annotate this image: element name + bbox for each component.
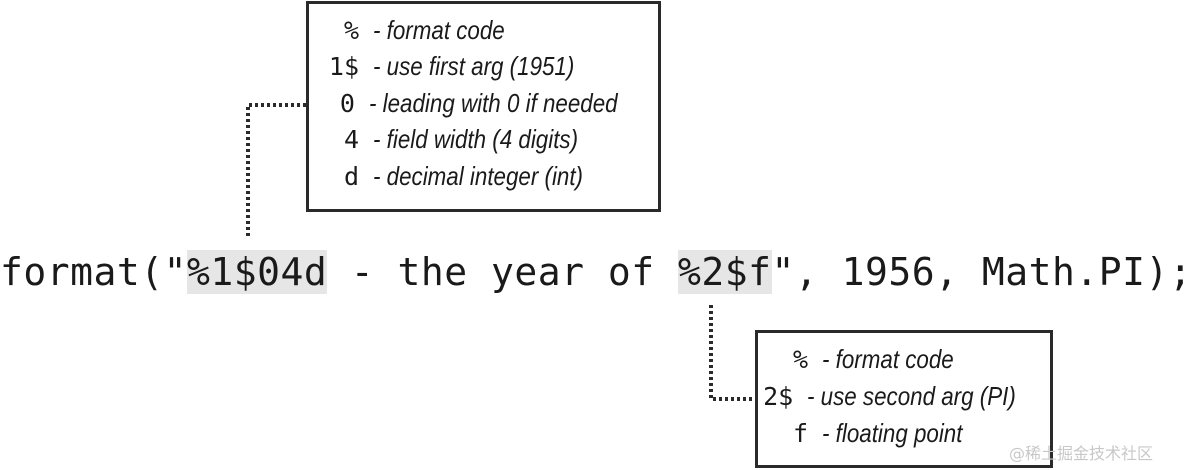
- box1-desc: - use first arg (1951): [373, 51, 575, 82]
- box1-desc: - field width (4 digits): [373, 124, 579, 155]
- box2-code: %: [792, 345, 808, 374]
- box2-code: 2$: [763, 382, 794, 411]
- box2-row: % - format code: [758, 341, 1050, 378]
- code-prefix: format(": [0, 250, 188, 294]
- box1-code: 1$: [328, 52, 359, 82]
- code-suffix: ", 1956, Math.PI);: [771, 250, 1192, 294]
- box1-row: d - decimal integer (int): [309, 158, 658, 195]
- connector-spec1: [246, 103, 306, 238]
- box1-row: 4 - field width (4 digits): [309, 122, 658, 159]
- box1-desc: - leading with 0 if needed: [368, 87, 618, 118]
- box1-row: 1$ - use first arg (1951): [309, 49, 658, 86]
- annotation-box-spec1: % - format code 1$ - use first arg (1951…: [306, 1, 661, 212]
- box2-code: f: [792, 419, 808, 448]
- annotation-box-spec2: % - format code 2$ - use second arg (PI)…: [755, 330, 1053, 468]
- box1-desc: - format code: [373, 14, 505, 45]
- box1-code: 4: [343, 125, 359, 155]
- box2-desc: - floating point: [822, 418, 963, 448]
- box2-row: 2$ - use second arg (PI): [758, 378, 1050, 415]
- connector-lines: [246, 103, 755, 401]
- code-statement: format("%1$04d - the year of %2$f", 1956…: [0, 239, 1192, 305]
- box2-desc: - format code: [822, 344, 954, 374]
- box2-desc: - use second arg (PI): [807, 381, 1017, 411]
- format-spec-1: %1$04d: [187, 250, 328, 294]
- box1-code: %: [343, 15, 359, 45]
- box1-code: 0: [339, 88, 355, 118]
- watermark: @稀土掘金技术社区: [1008, 444, 1153, 463]
- box1-row: % - format code: [309, 12, 658, 49]
- format-spec-2: %2$f: [677, 250, 772, 294]
- connector-spec2: [709, 305, 755, 401]
- code-middle: - the year of: [327, 250, 678, 294]
- box1-row: 0 - leading with 0 if needed: [309, 85, 658, 122]
- box1-code: d: [343, 161, 359, 191]
- box1-desc: - decimal integer (int): [373, 160, 584, 191]
- box2-row: f - floating point: [758, 415, 1050, 452]
